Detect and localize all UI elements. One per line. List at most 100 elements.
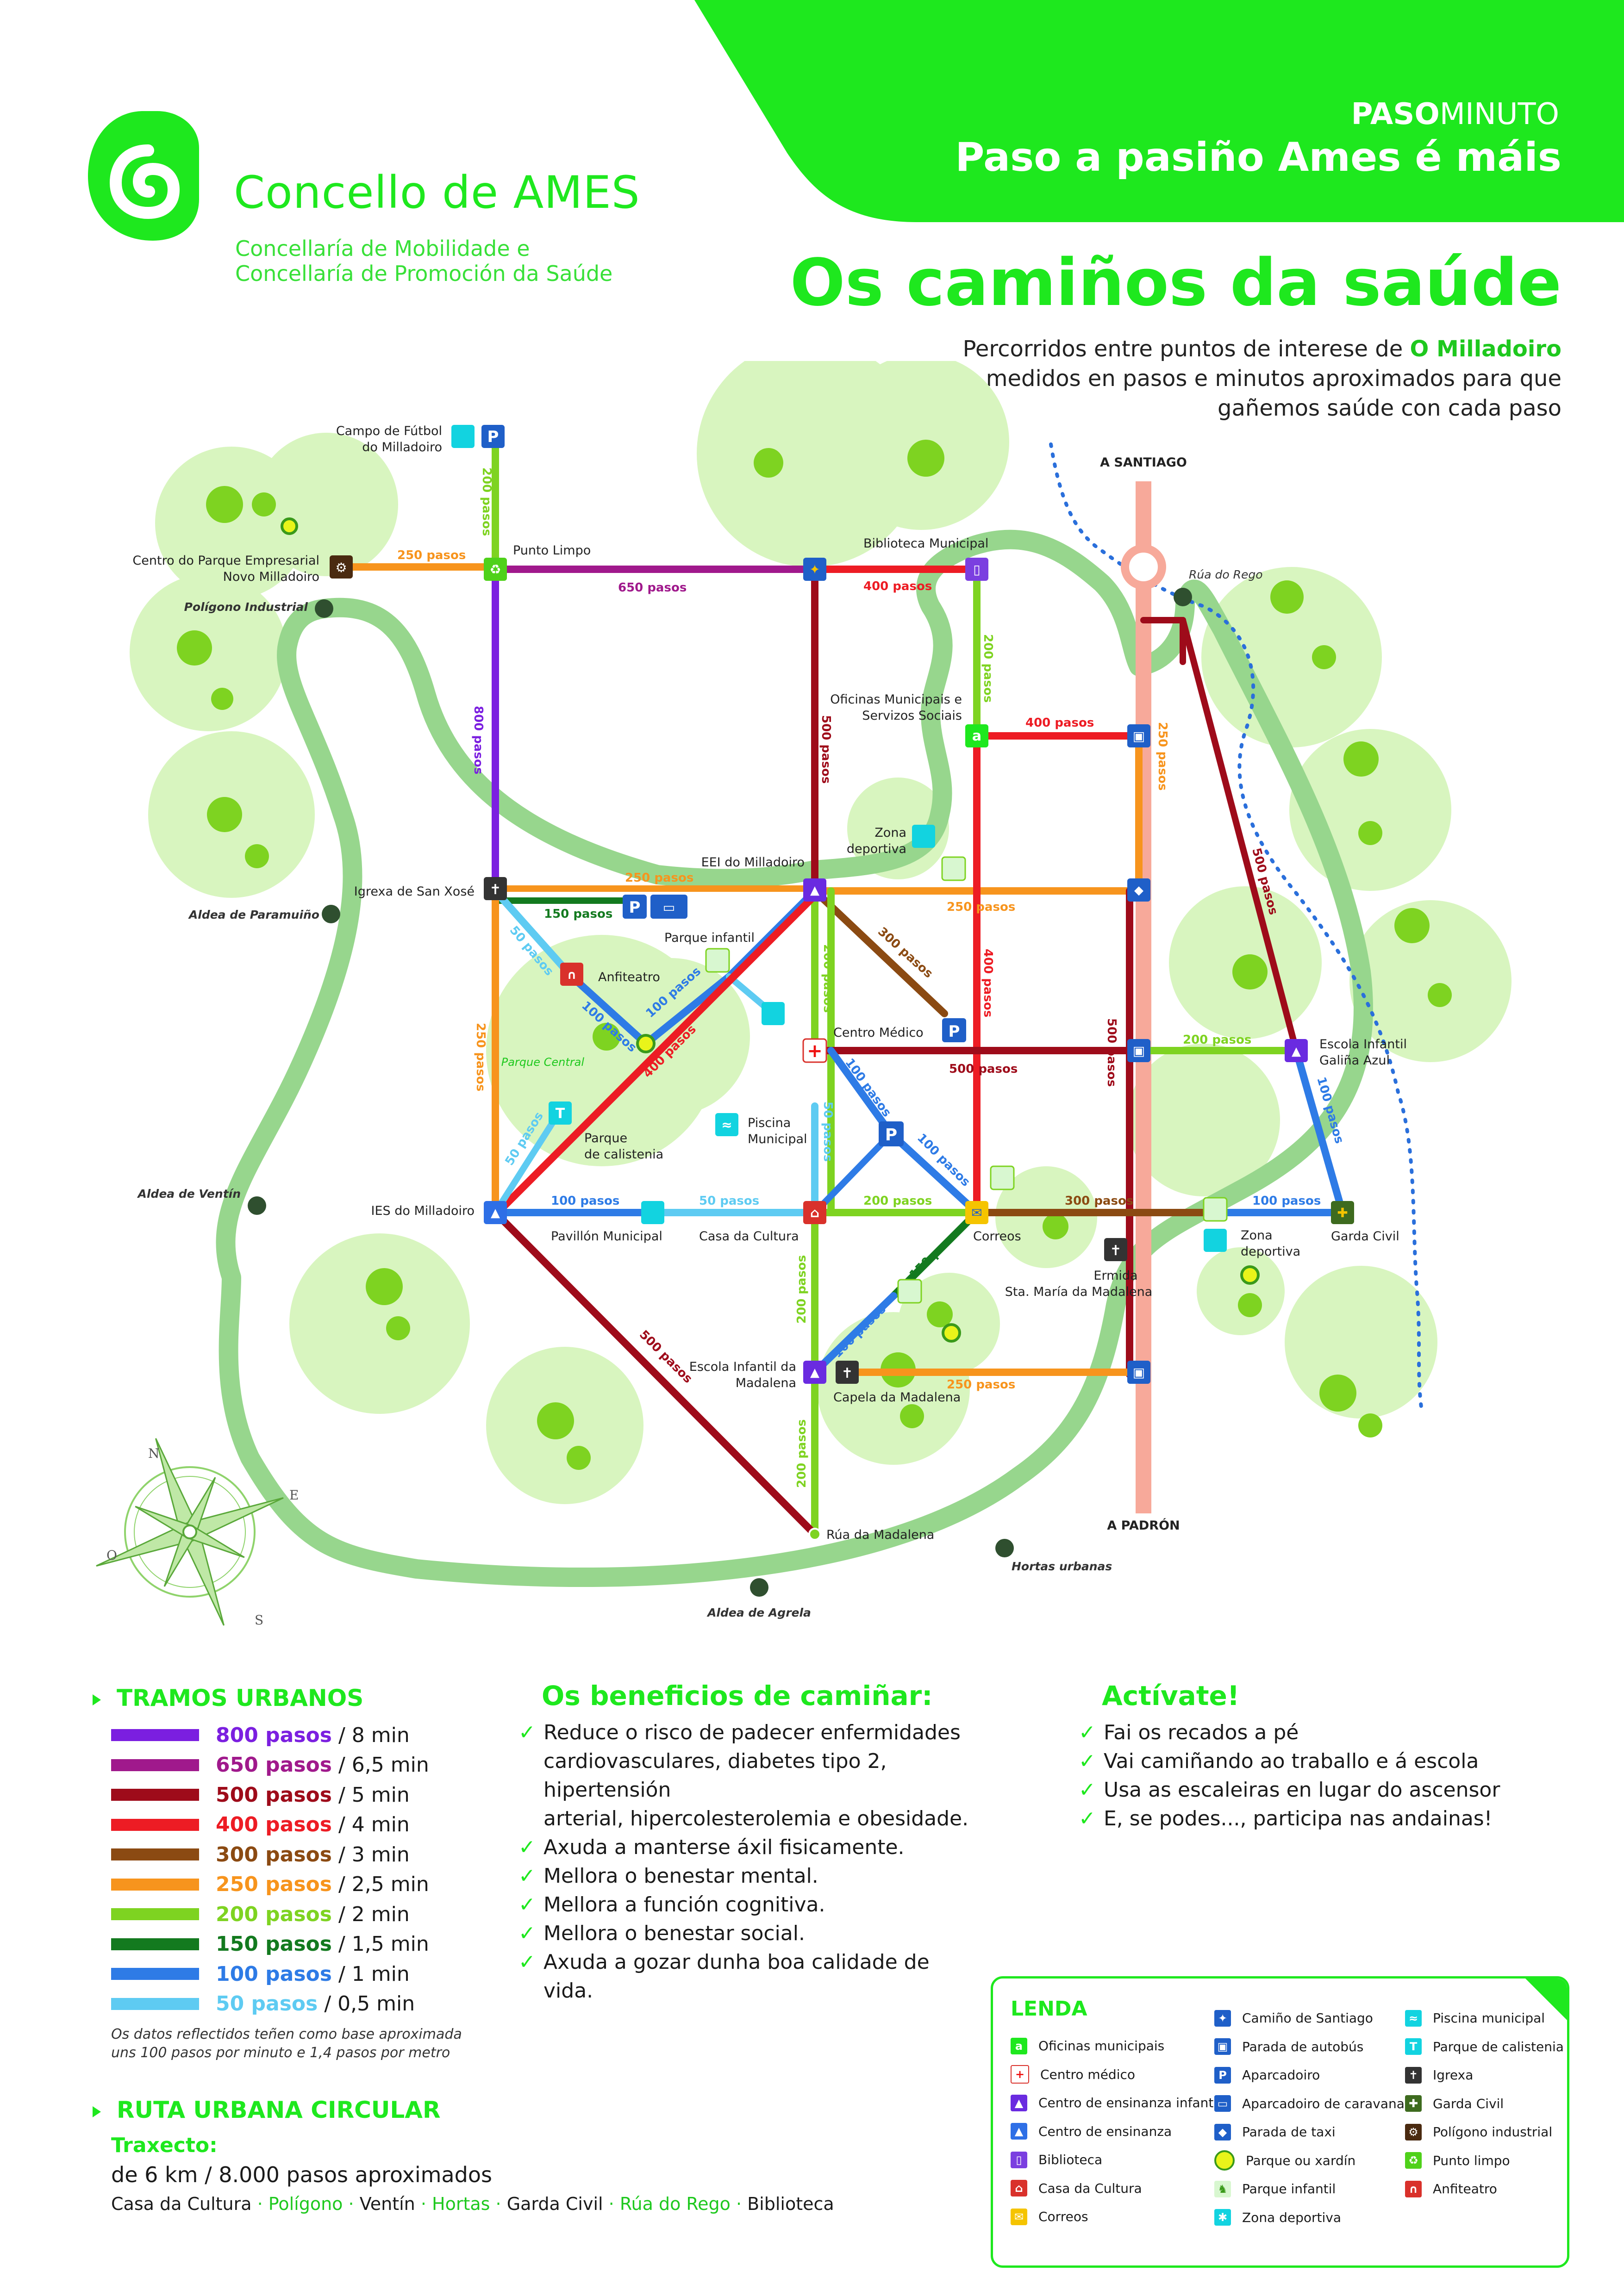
tramos-row: 100 pasos / 1 min (111, 1961, 410, 1986)
svg-text:▣: ▣ (1133, 728, 1145, 744)
check-icon: ✓ (518, 1721, 536, 1744)
centro-medico-icon (802, 1038, 827, 1063)
tramos-pasos: 800 pasos (216, 1723, 332, 1747)
check-icon: ✓ (1079, 1807, 1096, 1830)
legend-item: ▲Centro de ensinanza (1011, 2117, 1221, 2146)
svg-text:▣: ▣ (1133, 1365, 1145, 1380)
place-label: do Milladoiro (362, 440, 442, 454)
beneficios-title: Os beneficios de camiñar: (542, 1680, 933, 1711)
station-icons: P ⚙ ♻ ✦ ▯ a ▣ ✝ ▲ ◆ P ▭ ∩ P + ▣ ▲ T ≈ P … (330, 425, 1354, 1541)
tramos-pasos: 650 pasos (216, 1753, 332, 1777)
parque-xardin-icon (281, 517, 298, 535)
biblioteca-icon (965, 558, 988, 581)
oficinas-municipais-icon: a (1011, 2037, 1027, 2054)
ruta-title-text: RUTA URBANA CIRCULAR (117, 2097, 441, 2123)
garda-civil-icon: ✚ (1405, 2095, 1422, 2112)
place-label: Parque infantil (664, 931, 755, 945)
camino-santiago-icon (803, 558, 826, 581)
caravanas-icon: ▭ (1214, 2095, 1231, 2112)
igrexa-icon: ✝ (1405, 2066, 1422, 2084)
tramos-pasos: 300 pasos (216, 1842, 332, 1867)
tramos-color-bar (111, 1729, 199, 1741)
legend-item: ▯Biblioteca (1011, 2146, 1221, 2174)
tramos-row: 250 pasos / 2,5 min (111, 1872, 429, 1897)
place-label: Escola Infantil (1319, 1037, 1407, 1052)
caravanas-icon (650, 895, 687, 919)
place-label: deportiva (1241, 1244, 1300, 1259)
igrexa-icon (484, 877, 507, 900)
tramos-pasos: 250 pasos (216, 1873, 332, 1896)
place-label: Sta. María da Madalena (1005, 1285, 1153, 1299)
check-icon: ✓ (518, 1864, 536, 1888)
legend-item-label: Piscina municipal (1433, 2010, 1545, 2026)
legend-item: ▣Parada de autobús (1214, 2033, 1412, 2061)
calistenia-icon: T (1405, 2038, 1422, 2055)
distance-label: 250 pasos (625, 871, 693, 885)
place-label: Novo Milladoiro (223, 570, 319, 584)
distance-label: 400 pasos (1025, 716, 1094, 730)
compass-rose-icon: N E S O (96, 1438, 299, 1628)
list-item: arterial, hipercolesterolemia e obesidad… (518, 1804, 981, 1833)
list-item: ✓Usa as escaleiras en lugar do ascensor (1079, 1776, 1565, 1804)
legend-item-label: Parque de calistenia (1433, 2039, 1564, 2054)
check-icon: ✓ (518, 1893, 536, 1916)
legend-item-label: Centro de ensinanza (1038, 2123, 1172, 2139)
parque-infantil-icon: ♞ (1214, 2180, 1231, 2197)
distance-label: 50 pasos (821, 1101, 835, 1162)
parque-infantil-icon (941, 856, 966, 881)
destination-north: A SANTIAGO (1100, 455, 1187, 470)
route-map: P ⚙ ♻ ✦ ▯ a ▣ ✝ ▲ ◆ P ▭ ∩ P + ▣ ▲ T ≈ P … (96, 361, 1512, 1628)
banner-shape (694, 0, 1624, 222)
list-item-text: Reduce o risco de padecer enfermidades (543, 1721, 961, 1744)
place-label: Galiña Azul (1319, 1053, 1390, 1068)
list-item-text: Vai camiñando ao traballo e á escola (1104, 1749, 1479, 1773)
legend-item-label: Parque ou xardín (1246, 2153, 1356, 2168)
ruta-stop: Rúa do Rego (619, 2194, 731, 2214)
legend-item: ♞Parque infantil (1214, 2175, 1412, 2203)
tramos-color-bar (111, 1997, 199, 2010)
place-label: de calistenia (584, 1147, 663, 1162)
place-label: Campo de Fútbol (336, 424, 442, 438)
anfiteatro-icon (560, 963, 583, 986)
tramos-pasos: 200 pasos (216, 1902, 332, 1926)
legend-item-label: Anfiteatro (1433, 2181, 1497, 2197)
zona-deportiva-icon (1204, 1229, 1227, 1252)
destination-south: A PADRÓN (1107, 1518, 1180, 1533)
parque-infantil-icon (1203, 1197, 1228, 1222)
distance-label: 400 pasos (981, 949, 995, 1017)
ruta-stops: Casa da Cultura · Polígono · Ventín · Ho… (111, 2194, 834, 2214)
zona-deportiva-icon (451, 425, 475, 448)
list-item-text: Mellora o benestar social. (543, 1922, 805, 1945)
list-item-text: Usa as escaleiras en lugar do ascensor (1104, 1778, 1500, 1802)
list-item-text: Mellora a función cognitiva. (543, 1893, 825, 1916)
distance-label: 200 pasos (795, 1255, 809, 1324)
tramos-label: 250 pasos / 2,5 min (216, 1873, 429, 1896)
legend-item: ∩Anfiteatro (1405, 2175, 1564, 2203)
distance-label: 650 pasos (618, 581, 687, 595)
svg-text:✚: ✚ (1337, 1205, 1348, 1220)
place-label: Zona (1241, 1228, 1273, 1243)
ruta-separator: · (343, 2194, 360, 2214)
tramos-row: 650 pasos / 6,5 min (111, 1753, 429, 1778)
tramos-color-bar (111, 1938, 199, 1950)
green-areas (130, 361, 1512, 1504)
parada-autobus-icon (1127, 1039, 1150, 1062)
legend-item-label: Zona deportiva (1242, 2209, 1342, 2225)
oficinas-municipais-icon (965, 724, 988, 747)
place-label: Biblioteca Municipal (863, 536, 988, 551)
distance-label: 100 pasos (842, 1056, 893, 1120)
list-item-text: Fai os recados a pé (1104, 1721, 1299, 1744)
taxi-icon (1127, 878, 1150, 902)
compass-n: N (148, 1446, 160, 1461)
tramos-min: / 6,5 min (331, 1753, 429, 1777)
ruta-stop: Casa da Cultura (111, 2194, 252, 2214)
ruta-title: RUTA URBANA CIRCULAR (93, 2097, 440, 2123)
svg-text:♻: ♻ (489, 562, 501, 577)
place-label: Garda Civil (1331, 1229, 1399, 1244)
ruta-separator: · (251, 2194, 269, 2214)
distance-label: 200 pasos (1183, 1033, 1251, 1047)
parque-xardin-icon (942, 1323, 961, 1343)
calistenia-icon (549, 1101, 572, 1125)
distance-label: 800 pasos (471, 706, 485, 774)
